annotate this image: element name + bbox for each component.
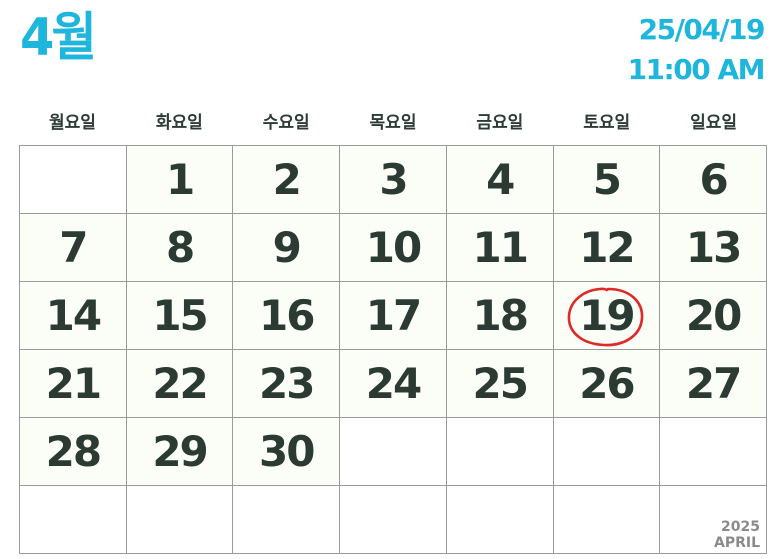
day-number: 26 [579,358,635,408]
calendar-empty-cell [553,418,661,486]
day-number: 25 [472,358,528,408]
calendar-day-cell[interactable]: 8 [126,214,234,282]
calendar-day-cell-today[interactable]: 19 [553,282,661,350]
day-number: 28 [45,426,102,476]
day-number: 6 [699,154,729,204]
calendar-day-cell[interactable]: 24 [340,350,447,418]
weekday-sunday: 일요일 [690,113,738,133]
year-text: 2025 [721,519,760,535]
month-name-text: APRIL [713,535,760,551]
day-number: 20 [685,290,742,340]
calendar-empty-cell [446,418,554,486]
day-number: 23 [259,358,315,408]
day-number: 5 [592,154,622,204]
day-number: 19 [579,290,635,340]
calendar-empty-cell [233,486,341,554]
calendar-day-cell[interactable]: 30 [233,418,341,486]
calendar-empty-cell [553,486,661,554]
calendar-day-cell[interactable]: 6 [660,146,767,214]
calendar-day-cell[interactable]: 29 [126,418,234,486]
calendar-day-cell[interactable]: 17 [340,282,447,350]
day-number: 27 [685,358,742,408]
calendar-day-cell[interactable]: 15 [126,282,234,350]
day-number: 3 [379,154,408,204]
calendar-day-cell[interactable]: 20 [660,282,767,350]
day-number: 22 [152,358,208,408]
day-number: 12 [579,222,635,272]
weekday-friday: 금요일 [476,113,524,133]
calendar-day-cell[interactable]: 18 [446,282,554,350]
calendar-day-cell[interactable]: 25 [446,350,554,418]
day-number: 7 [59,222,88,272]
month-title: 4월 [20,8,97,68]
day-number: 13 [685,222,742,272]
calendar-empty-cell [340,486,447,554]
calendar-empty-cell [660,418,767,486]
calendar-day-cell[interactable]: 14 [20,282,127,350]
day-number: 16 [259,290,315,340]
day-number: 1 [165,154,195,204]
calendar-empty-cell [20,486,127,554]
calendar-day-cell[interactable]: 5 [553,146,661,214]
day-number: 9 [272,222,302,272]
calendar-empty-cell [340,418,447,486]
calendar-day-cell[interactable]: 3 [340,146,447,214]
calendar-day-cell[interactable]: 22 [126,350,234,418]
day-number: 11 [472,222,528,272]
day-number: 4 [486,154,515,204]
day-number: 24 [365,358,422,408]
calendar-day-cell[interactable]: 26 [553,350,661,418]
calendar-day-cell[interactable]: 11 [446,214,554,282]
calendar-day-cell[interactable]: 23 [233,350,341,418]
day-number: 29 [152,426,208,476]
calendar-empty-cell [20,146,127,214]
calendar-empty-cell [446,486,554,554]
weekday-monday: 월요일 [48,113,96,133]
calendar-day-cell[interactable]: 28 [20,418,127,486]
day-number: 10 [365,222,422,272]
weekday-thursday: 목요일 [369,113,417,133]
time-text: 11:00 AM [627,53,766,86]
day-number: 8 [165,222,195,272]
date-text: 25/04/19 [638,13,766,46]
day-number: 17 [365,290,422,340]
calendar-day-cell[interactable]: 13 [660,214,767,282]
day-number: 15 [152,290,208,340]
weekday-wednesday: 수요일 [262,113,310,133]
calendar-day-cell[interactable]: 16 [233,282,341,350]
day-number: 2 [272,154,302,204]
weekday-saturday: 토요일 [583,113,631,133]
weekday-header-row: 월요일 화요일 수요일 목요일 금요일 토요일 일요일 [19,106,767,140]
date-time-readout: 25/04/19 11:00 AM [504,10,766,90]
day-number: 21 [45,358,102,408]
calendar-day-cell[interactable]: 21 [20,350,127,418]
calendar-day-cell[interactable]: 1 [126,146,234,214]
day-number: 30 [259,426,315,476]
calendar-day-cell[interactable]: 7 [20,214,127,282]
calendar-day-cell[interactable]: 12 [553,214,661,282]
calendar-day-cell[interactable]: 27 [660,350,767,418]
calendar-day-cell[interactable]: 10 [340,214,447,282]
day-number: 14 [45,290,102,340]
day-number: 18 [472,290,528,340]
calendar-day-cell[interactable]: 9 [233,214,341,282]
calendar-empty-cell [126,486,234,554]
calendar-day-cell[interactable]: 4 [446,146,554,214]
calendar-day-cell[interactable]: 2 [233,146,341,214]
weekday-tuesday: 화요일 [155,113,203,133]
